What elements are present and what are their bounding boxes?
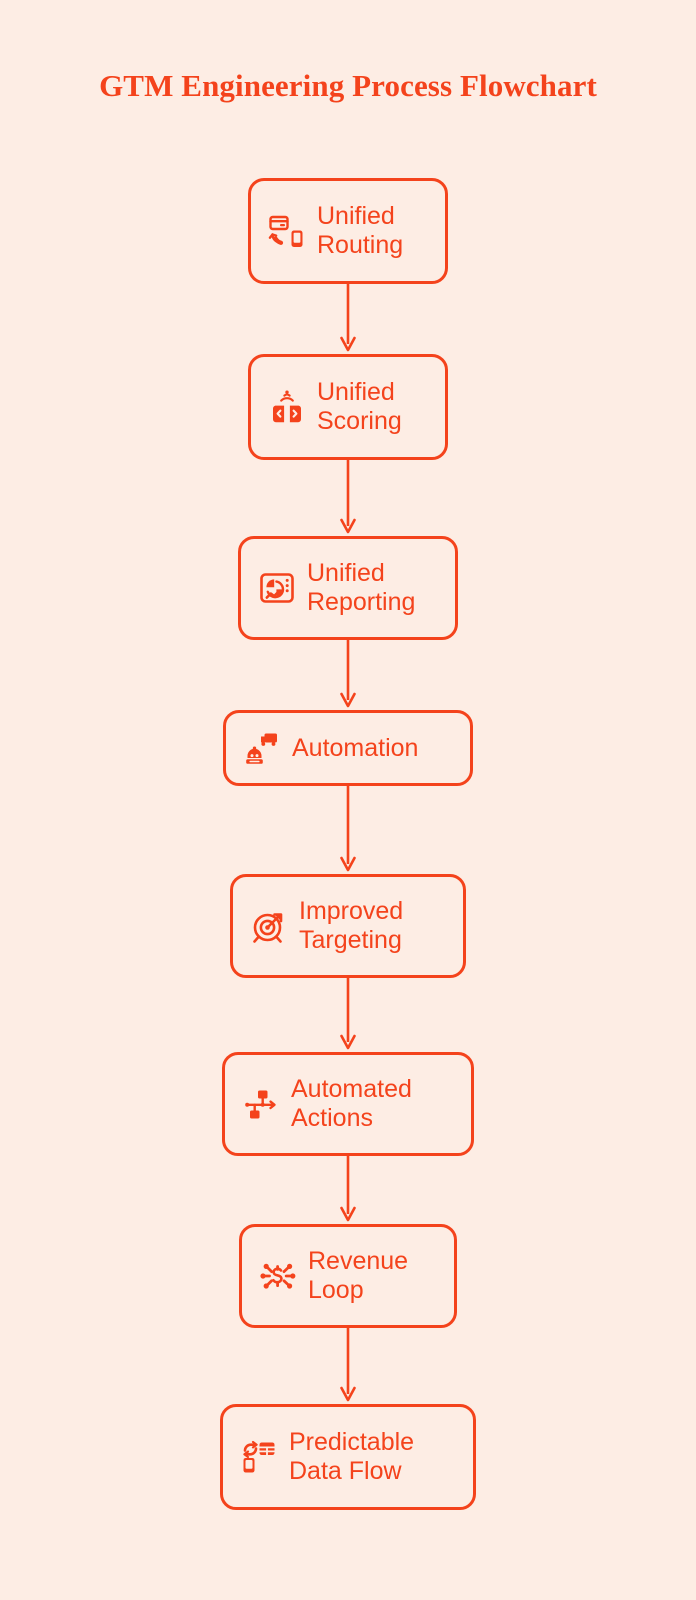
flow-node-revenue-loop[interactable]: Revenue Loop [239, 1224, 457, 1328]
flow-node-automated-actions[interactable]: Automated Actions [222, 1052, 474, 1156]
connector-arrow-1 [336, 284, 360, 354]
workflow-branch-icon [239, 1082, 283, 1126]
flow-node-label: Revenue Loop [308, 1247, 409, 1304]
connector-arrow-3 [336, 640, 360, 710]
target-arrow-icon [247, 904, 291, 948]
card-phone-call-icon [265, 209, 309, 253]
flow-node-label: Improved Targeting [299, 897, 404, 954]
flow-node-predictable-data-flow[interactable]: Predictable Data Flow [220, 1404, 476, 1510]
connector-arrow-2 [336, 460, 360, 536]
flow-node-unified-scoring[interactable]: Unified Scoring [248, 354, 448, 460]
page-title: GTM Engineering Process Flowchart [99, 68, 597, 103]
flow-node-unified-routing[interactable]: Unified Routing [248, 178, 448, 284]
report-chart-icon [255, 566, 299, 610]
flow-node-label: Predictable Data Flow [289, 1428, 415, 1485]
flow-node-unified-reporting[interactable]: Unified Reporting [238, 536, 458, 640]
flow-node-improved-targeting[interactable]: Improved Targeting [230, 874, 466, 978]
flow-node-automation[interactable]: Automation [223, 710, 473, 786]
connector-arrow-7 [336, 1328, 360, 1404]
phone-table-sync-icon [237, 1435, 281, 1479]
flow-node-label: Automation [292, 733, 419, 762]
signal-chevrons-icon [265, 385, 309, 429]
dollar-network-icon [256, 1254, 300, 1298]
flow-node-label: Unified Reporting [307, 559, 416, 616]
connector-arrow-6 [336, 1156, 360, 1224]
robot-truck-icon [240, 726, 284, 770]
flow-node-label: Unified Scoring [317, 378, 402, 435]
flow-node-label: Unified Routing [317, 202, 404, 259]
flowchart-container: Unified Routing Unified Sc [0, 178, 696, 1510]
flow-node-label: Automated Actions [291, 1075, 412, 1132]
connector-arrow-5 [336, 978, 360, 1052]
connector-arrow-4 [336, 786, 360, 874]
